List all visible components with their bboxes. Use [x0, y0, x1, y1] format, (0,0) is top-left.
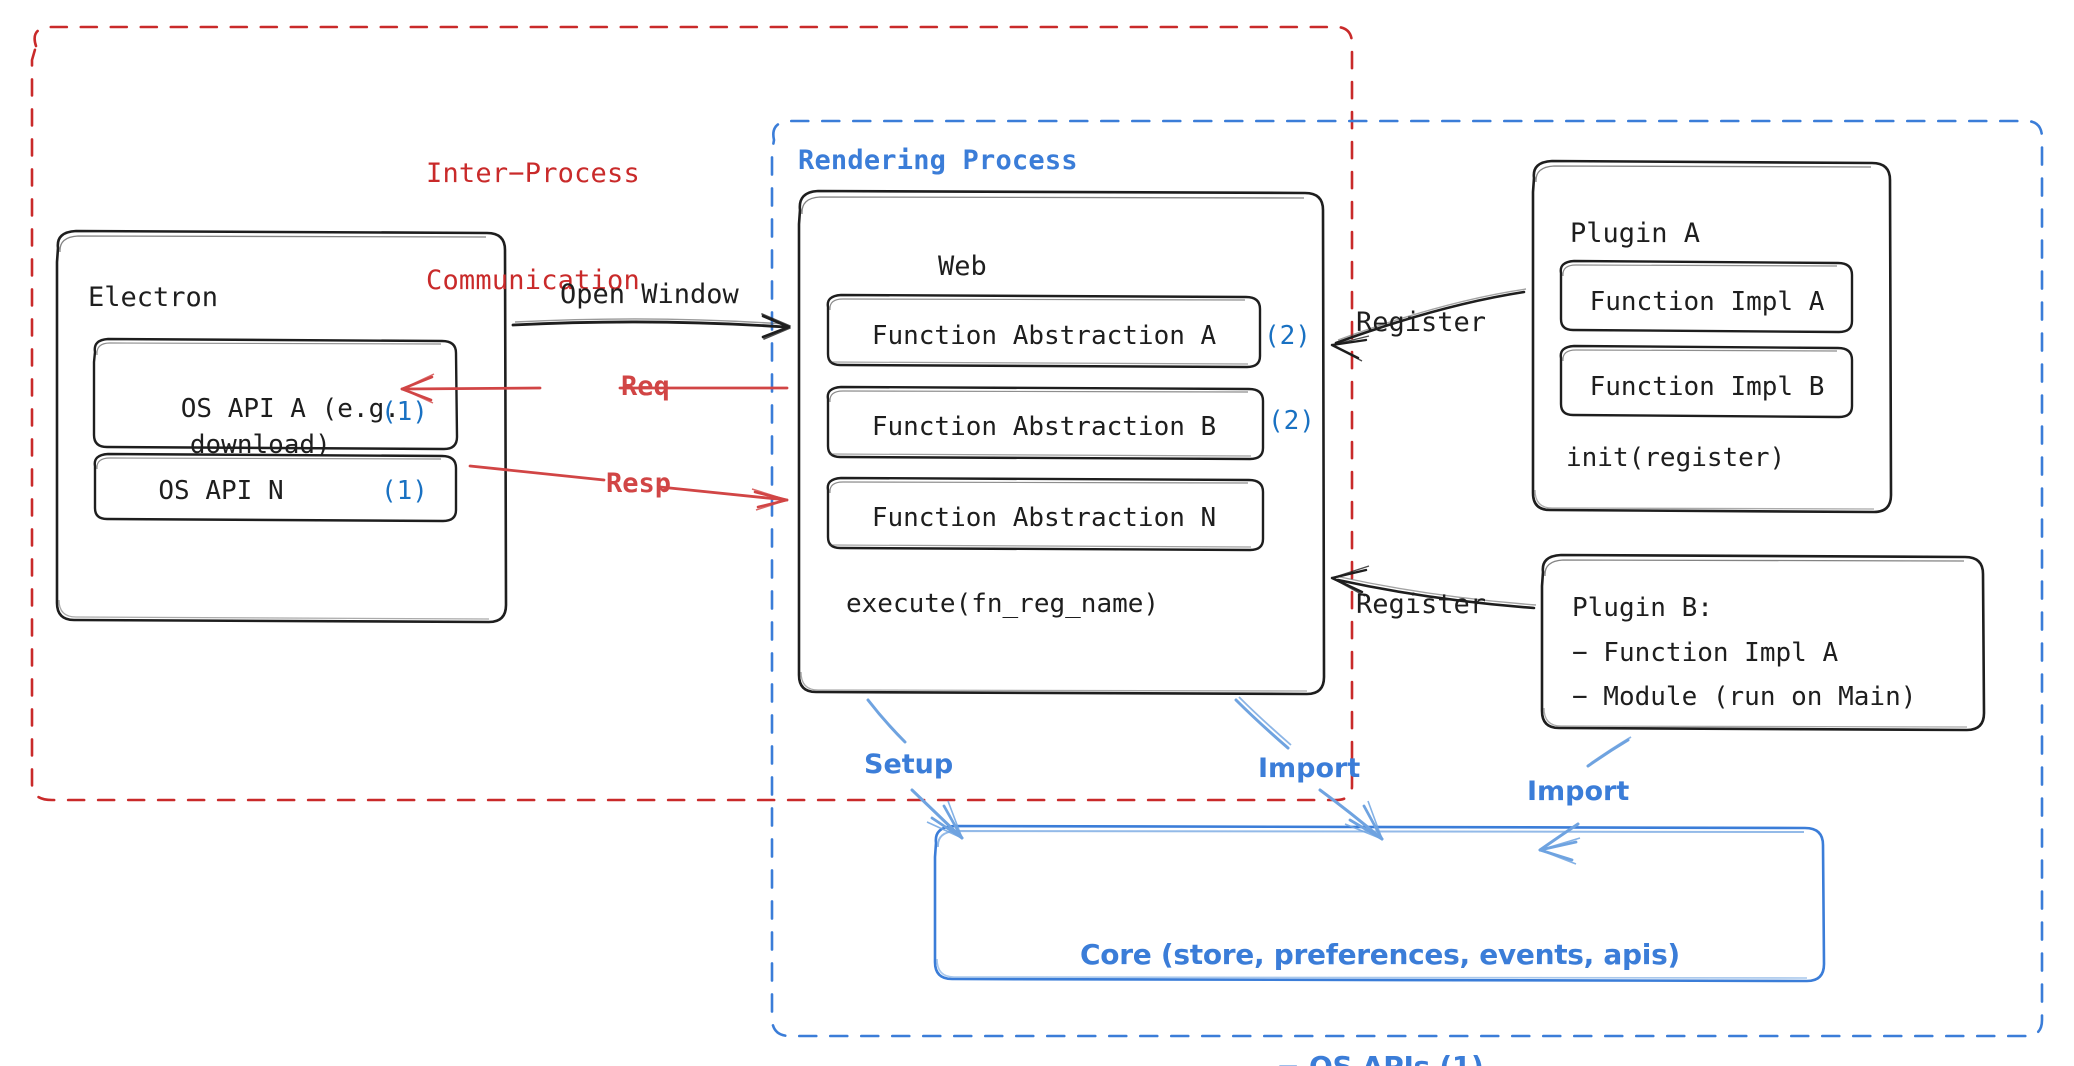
arrow-import-plugin-b — [1538, 736, 1632, 865]
arrow-label-import-plugin-b: Import — [1527, 776, 1630, 807]
arrow-label-import-web: Import — [1258, 753, 1361, 784]
function-impl-b-label: Function Impl B — [1589, 372, 1825, 402]
arrow-label-open-window: Open Window — [560, 279, 739, 310]
rendering-process-title: Rendering Process — [798, 145, 1078, 176]
plugin-a-init-label: init(register) — [1566, 443, 1786, 473]
core-box-text: Core (store, preferences, events, apis) … — [940, 862, 1820, 1066]
ipc-title-line2: Communication — [426, 265, 640, 297]
function-abstraction-b-box-border — [826, 385, 1265, 461]
web-execute-label: execute(fn_reg_name) — [846, 589, 1160, 619]
function-abstraction-a-badge: (2) — [1264, 321, 1311, 351]
os-api-a-badge: (1) — [381, 397, 428, 427]
rendering-process-region-border — [770, 119, 2044, 1038]
arrow-label-register-plugin-a: Register — [1356, 307, 1487, 338]
arrow-setup — [866, 698, 964, 840]
arrow-register-plugin-a — [1330, 288, 1527, 362]
arrow-label-req: Req — [621, 371, 670, 402]
arrow-req — [400, 373, 789, 404]
plugin-b-title: Plugin B: — [1572, 593, 1713, 623]
os-api-a-line1: OS API A (e.g. — [180, 393, 400, 424]
arrow-import-web — [1234, 696, 1384, 841]
os-api-a-label-line2: download) — [104, 396, 354, 494]
ipc-title-line1: Inter−Process — [426, 158, 640, 190]
function-abstraction-n-label: Function Abstraction N — [871, 503, 1217, 533]
function-impl-a-box-border — [1559, 259, 1854, 334]
core-line-2: − OS APIs (1) — [940, 1048, 1820, 1066]
arrow-resp — [468, 464, 789, 511]
os-api-n-badge: (1) — [381, 476, 428, 506]
plugin-b-item-1: − Module (run on Main) — [1572, 682, 1917, 712]
arrow-label-resp: Resp — [606, 468, 672, 499]
function-impl-a-label: Function Impl A — [1589, 287, 1825, 317]
arrow-open-window — [511, 312, 792, 341]
function-abstraction-a-box-border — [826, 293, 1262, 369]
os-api-a-box-border — [92, 337, 459, 451]
web-title: Web — [938, 251, 987, 282]
os-api-a-line2: download) — [189, 429, 331, 460]
function-abstraction-b-label: Function Abstraction B — [871, 412, 1217, 442]
function-abstraction-a-label: Function Abstraction A — [871, 321, 1217, 351]
os-api-n-label: OS API N — [158, 476, 284, 506]
arrow-register-plugin-b — [1330, 565, 1537, 610]
electron-title: Electron — [88, 282, 219, 313]
os-api-a-label: OS API A (e.g. — [104, 360, 414, 458]
plugin-a-box-border — [1531, 159, 1893, 514]
plugin-a-title: Plugin A — [1570, 218, 1701, 249]
arrow-label-register-plugin-b: Register — [1356, 589, 1487, 620]
function-abstraction-n-box-border — [826, 476, 1265, 552]
ipc-region-title: Inter−Process Communication — [426, 85, 726, 370]
plugin-b-item-0: − Function Impl A — [1572, 638, 1839, 668]
plugin-b-box-border — [1540, 553, 1986, 732]
arrow-label-setup: Setup — [864, 749, 954, 780]
function-impl-b-box-border — [1559, 344, 1854, 419]
ipc-region-border — [30, 25, 1354, 802]
os-api-n-box-border — [93, 452, 458, 523]
function-abstraction-b-badge: (2) — [1268, 406, 1315, 436]
core-line-1: Core (store, preferences, events, apis) — [1080, 938, 1680, 972]
